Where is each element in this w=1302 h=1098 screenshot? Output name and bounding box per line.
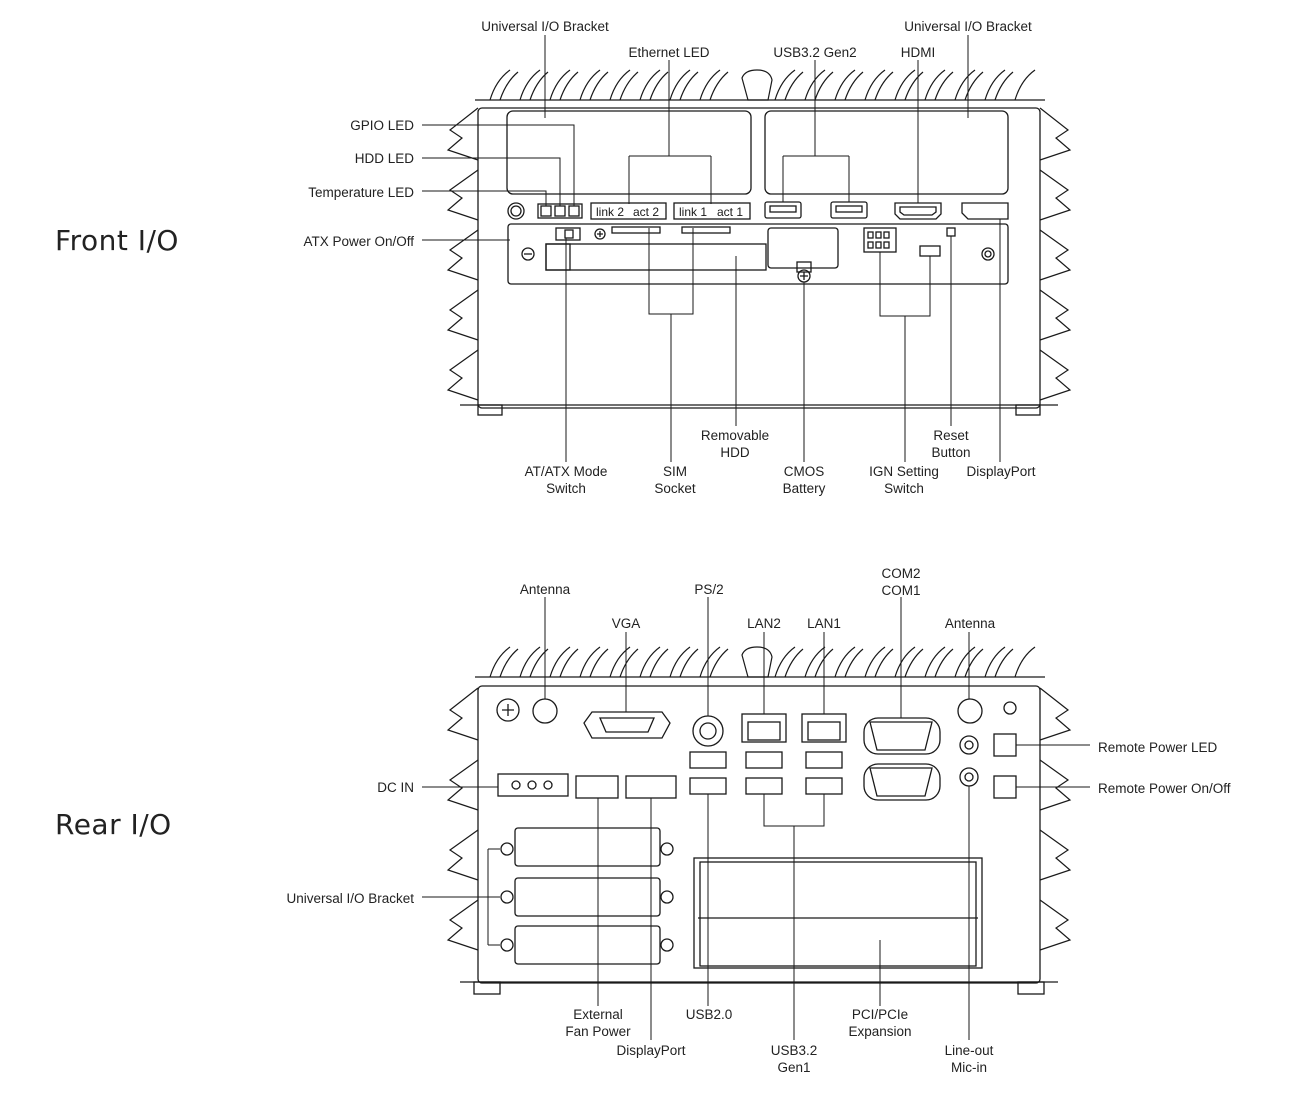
ps2-label: PS/2 <box>694 582 724 597</box>
usb20-port-2 <box>689 777 727 795</box>
front-bracket-left-label: Universal I/O Bracket <box>481 19 609 34</box>
atx-power-label: ATX Power On/Off <box>303 234 414 249</box>
usb20-label: USB2.0 <box>685 1007 733 1022</box>
front-side-fins-right <box>1039 107 1072 401</box>
at-atx-switch <box>555 227 581 241</box>
front-bracket-right-label: Universal I/O Bracket <box>904 19 1032 34</box>
usb32-gen2-label: USB3.2 Gen2 <box>773 45 857 60</box>
temperature-led-label: Temperature LED <box>308 185 414 200</box>
lan1-led-label <box>673 202 751 220</box>
remote-power-led-label: Remote Power LED <box>1098 740 1218 755</box>
dc-in-label: DC IN <box>377 780 414 795</box>
rear-components <box>496 698 1017 969</box>
act1-text: act 1 <box>717 205 743 219</box>
bracket-slot-3 <box>514 925 661 965</box>
remote-power-led-connector <box>993 733 1017 757</box>
rear-side-fins-left <box>446 687 479 951</box>
pci-expansion-slots <box>693 857 983 969</box>
ethernet-led-label: Ethernet LED <box>628 45 710 60</box>
front-bracket-right <box>764 110 1009 195</box>
remote-power-onoff-label: Remote Power On/Off <box>1098 781 1231 796</box>
front-top-fins <box>475 69 1045 101</box>
remote-power-onoff-connector <box>993 775 1017 799</box>
atx-power-button <box>507 202 525 220</box>
usb32-port-4 <box>805 777 843 795</box>
gpio-led-label: GPIO LED <box>350 118 414 133</box>
antenna-right-label: Antenna <box>944 616 996 631</box>
act2-text: act 2 <box>633 205 659 219</box>
link2-text: link 2 <box>596 205 624 219</box>
hdd-tray <box>545 243 767 271</box>
mic-in <box>959 767 979 787</box>
lan1-label: LAN1 <box>807 616 841 631</box>
rear-screw-left <box>496 698 520 722</box>
front-components: link 2 act 2 link 1 act 1 <box>507 201 1009 283</box>
ps2-port <box>692 715 724 747</box>
displayport-port <box>961 202 1009 220</box>
front-side-fins-left <box>446 107 479 401</box>
usb32-port-2 <box>745 777 783 795</box>
front-displayport-label: DisplayPort <box>966 464 1036 479</box>
rear-displayport <box>625 775 677 799</box>
link1-text: link 1 <box>679 205 707 219</box>
rear-bracket-label: Universal I/O Bracket <box>286 891 414 906</box>
reset-button <box>946 227 956 237</box>
rear-displayport-label: DisplayPort <box>616 1043 686 1058</box>
rear-io-title: Rear I/O <box>55 808 172 841</box>
hdd-led-label: HDD LED <box>354 151 414 166</box>
front-leader-lines <box>422 35 1001 462</box>
lan2-label: LAN2 <box>747 616 781 631</box>
rear-top-fins <box>475 646 1045 678</box>
vga-port <box>583 711 671 739</box>
rear-side-fins-right <box>1039 687 1072 951</box>
usb32-port-3 <box>805 751 843 769</box>
front-io-title: Front I/O <box>55 224 179 257</box>
usb32-port-1 <box>745 751 783 769</box>
hdmi-port <box>894 202 942 220</box>
fan-power-connector <box>575 775 619 799</box>
bracket-slot-2 <box>514 877 661 917</box>
antenna-left <box>532 698 558 724</box>
bracket-slot-1 <box>514 827 661 867</box>
usb20-port-1 <box>689 751 727 769</box>
cmos-battery-cover <box>767 227 839 269</box>
dc-in-connector <box>497 773 569 797</box>
antenna-right <box>957 698 983 724</box>
rear-leader-lines <box>422 597 1090 1040</box>
line-out <box>959 735 979 755</box>
com2-port <box>869 721 933 751</box>
vga-label: VGA <box>611 616 641 631</box>
front-chassis <box>446 69 1072 416</box>
rear-chassis <box>446 646 1072 995</box>
antenna-left-label: Antenna <box>519 582 571 597</box>
com1-port <box>869 767 933 797</box>
hdmi-label: HDMI <box>900 45 936 60</box>
